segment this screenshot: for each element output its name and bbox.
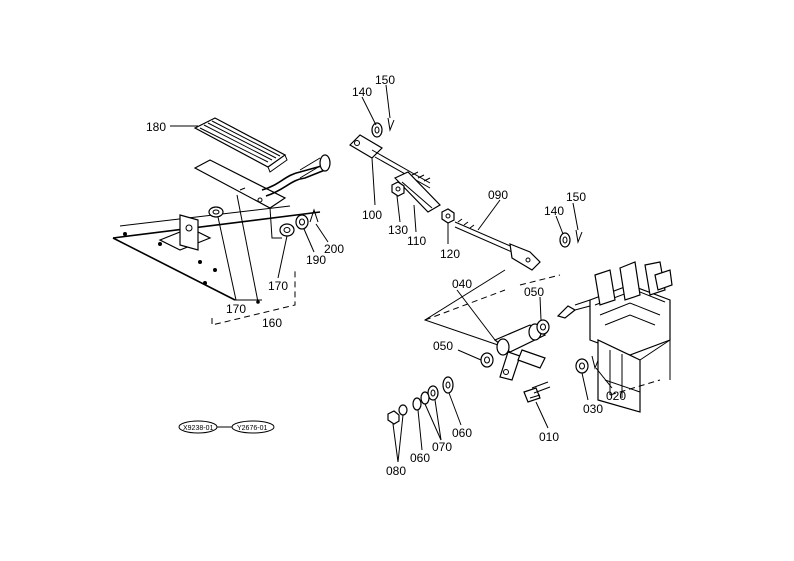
label-050-left: 050 (433, 339, 453, 353)
label-040: 040 (452, 277, 472, 291)
label-090: 090 (488, 188, 508, 202)
clip-200 (309, 208, 319, 223)
label-140-top: 140 (352, 85, 372, 99)
leader-160 (236, 194, 259, 303)
bolt-010 (523, 381, 551, 403)
label-080: 080 (386, 464, 406, 478)
floor-plate (112, 205, 321, 301)
pedal-arm (193, 154, 331, 209)
nut-130 (391, 181, 405, 197)
label-180: 180 (146, 120, 166, 134)
bushing-170-right (279, 223, 295, 237)
dash-guide-left (211, 270, 296, 326)
label-130: 130 (388, 223, 408, 237)
label-170-right: 170 (268, 279, 288, 293)
ref-oval-right: Y2676-01 (231, 420, 275, 434)
label-170-left: 170 (226, 302, 246, 316)
label-200: 200 (324, 242, 344, 256)
ref-left-label: X9238-01 (183, 425, 213, 432)
label-190: 190 (306, 253, 326, 267)
label-120: 120 (440, 247, 460, 261)
label-010: 010 (539, 430, 559, 444)
dash-link-b (519, 274, 561, 286)
label-140-right: 140 (544, 204, 564, 218)
ref-right-label: Y2676-01 (237, 425, 267, 432)
dash-link-a (424, 289, 506, 321)
pedal-arm-lower (269, 207, 282, 239)
label-050-right: 050 (524, 285, 544, 299)
clip-150-right (575, 229, 583, 244)
pedal-bracket (158, 214, 212, 251)
label-060-left: 060 (410, 451, 430, 465)
label-070: 070 (432, 440, 452, 454)
label-030: 030 (583, 402, 603, 416)
washer-stack (387, 376, 454, 425)
label-100: 100 (362, 208, 382, 222)
ref-oval-left: X9238-01 (178, 420, 218, 434)
pedal-pad (193, 117, 288, 173)
link-lines (423, 269, 506, 346)
clip-150-top (387, 117, 395, 132)
turnbuckle-110 (393, 171, 441, 213)
nut-120 (441, 208, 455, 224)
label-160: 160 (262, 316, 282, 330)
label-060-right: 060 (452, 426, 472, 440)
lever-040 (493, 323, 547, 381)
leader-lines (170, 84, 613, 463)
label-150-top: 150 (375, 73, 395, 87)
rod-100 (349, 134, 431, 189)
label-110: 110 (407, 234, 426, 248)
bushing-050-right (536, 319, 550, 335)
washer-190 (295, 214, 309, 230)
label-020: 020 (606, 389, 626, 403)
injection-pump (556, 261, 673, 413)
washer-030 (575, 358, 589, 374)
washer-140-top (371, 122, 383, 138)
bushing-050-left (480, 352, 494, 368)
washer-140-right (559, 232, 571, 248)
label-150-right: 150 (566, 190, 586, 204)
bushing-170-left (208, 206, 224, 218)
rod-090 (454, 218, 541, 271)
